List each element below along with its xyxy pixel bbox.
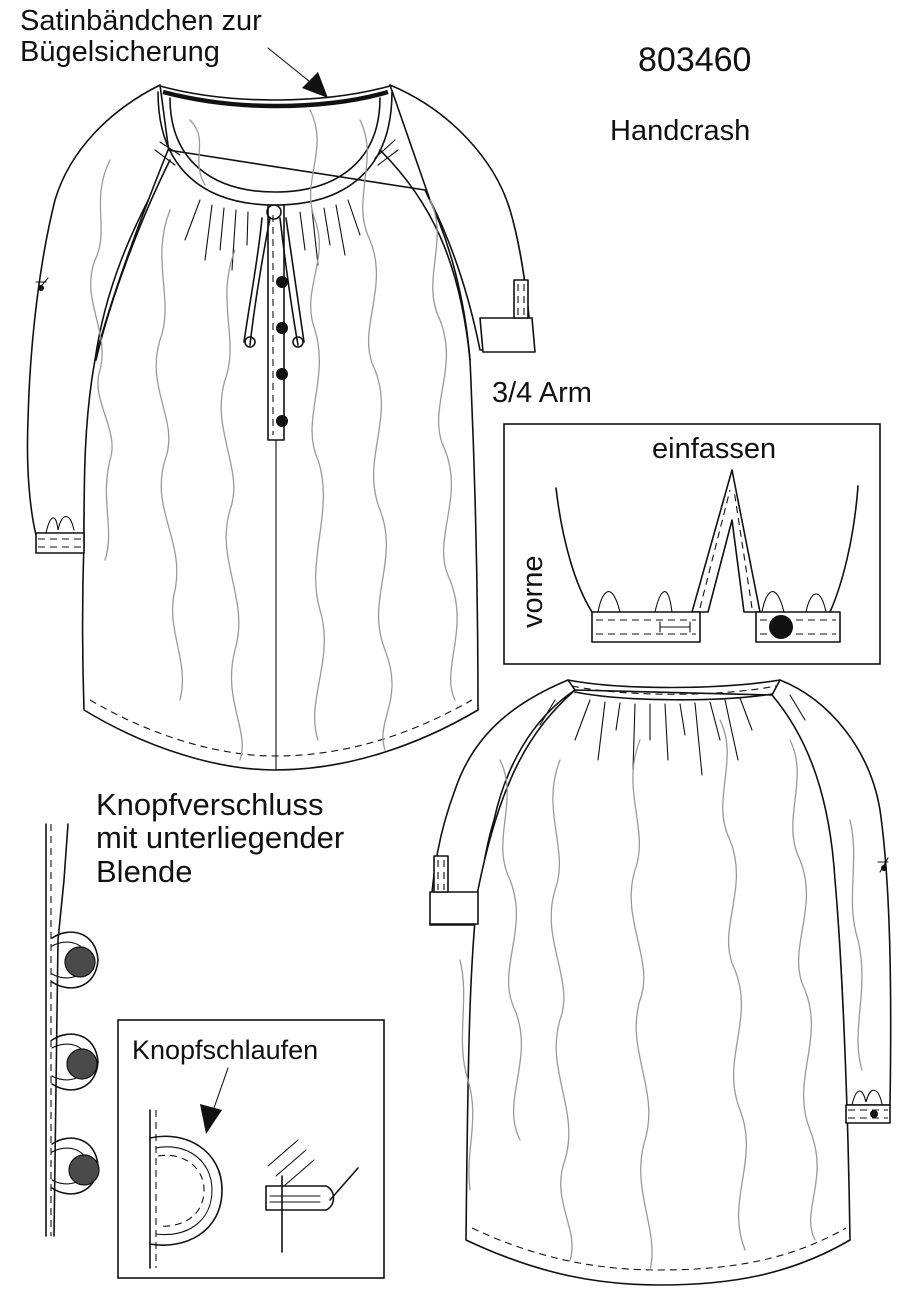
detail-gather-right	[761, 591, 827, 613]
front-left-sleeve	[26, 84, 171, 536]
detail-left-sleeve-edge	[555, 487, 593, 613]
front-left-cuff-stitch	[38, 538, 82, 548]
front-neck-inner	[169, 97, 381, 193]
detail-buttonhole	[659, 621, 691, 633]
tie-end-right	[292, 336, 304, 348]
back-left-tab	[433, 855, 449, 893]
back-left-rolled-cuff	[429, 891, 479, 925]
front-button-4	[276, 415, 288, 427]
front-crash-texture	[90, 109, 458, 761]
loop-detail-arrow-line	[213, 1067, 229, 1109]
front-view	[26, 84, 536, 771]
binding-label: einfassen	[652, 433, 777, 465]
closure-edge-inner	[53, 823, 69, 1237]
front-right-rolled-cuff	[479, 317, 536, 353]
closure-note-label: Knopfverschluss mit unterliegender Blend…	[96, 787, 345, 889]
detail-binding-stitch	[699, 489, 753, 609]
detail-binding-outer	[691, 469, 761, 613]
back-gathers	[539, 694, 806, 776]
front-left-cuff	[35, 532, 85, 554]
front-right-tab-stitch	[517, 284, 525, 316]
front-button-2	[276, 322, 288, 334]
front-right-tab	[513, 279, 529, 319]
loop-detail-loop-mid	[155, 1146, 213, 1236]
front-body	[81, 149, 479, 771]
closure-button-2	[66, 1048, 98, 1080]
ribbon-callout-arrow	[302, 72, 328, 98]
front-neck-back	[159, 85, 391, 101]
detail-right-sleeve-edge	[829, 485, 859, 613]
back-right-cuff-gather	[851, 1089, 883, 1106]
back-right-cuff-button	[870, 1110, 878, 1118]
detail-cuff-right	[755, 611, 841, 643]
closure-loop-3	[51, 1137, 100, 1195]
button-loop-detail	[117, 1019, 385, 1279]
back-crash-texture	[459, 719, 863, 1271]
back-left-sleeve	[429, 679, 576, 926]
front-hem-stitch	[89, 699, 473, 757]
loop-detail-arrow	[200, 1104, 222, 1134]
loop-detail-loop-outer	[149, 1135, 223, 1246]
front-label: vorne	[517, 555, 549, 628]
neck-tie-ring	[266, 204, 282, 220]
front-button-1	[276, 276, 288, 288]
back-neck-inner	[571, 685, 777, 695]
back-right-cuff-stitch	[848, 1109, 888, 1119]
back-hem-stitch	[471, 1227, 847, 1271]
detail-cuff-button	[769, 615, 793, 639]
front-gathers	[154, 139, 399, 271]
article-number-label: 803460	[638, 41, 752, 79]
detail-cuff-left-stitch	[596, 619, 696, 635]
front-raglan-left	[95, 159, 171, 361]
front-button-3	[276, 368, 288, 380]
satin-ribbon	[162, 89, 389, 109]
ribbon-note-label: Satinbändchen zur Bügelsicherung	[20, 5, 262, 69]
loop-detail-folded-strip	[265, 1139, 359, 1253]
back-neck-outer	[567, 679, 781, 689]
back-right-tab-dot	[881, 865, 887, 871]
closure-button-3	[68, 1154, 100, 1186]
back-body	[465, 689, 851, 1286]
front-raglan-right	[379, 149, 471, 361]
back-right-cuff	[845, 1104, 891, 1124]
loop-detail-loop-inner	[157, 1154, 205, 1227]
detail-gather-left	[597, 591, 673, 613]
closure-loop-1	[51, 931, 99, 989]
button-closure-detail	[45, 823, 100, 1237]
sleeve-length-label: 3/4 Arm	[492, 377, 592, 409]
back-left-tab-stitch	[437, 860, 445, 890]
neck-tie-right	[279, 217, 305, 346]
neck-tie-left	[243, 217, 271, 346]
closure-loop-2	[51, 1033, 99, 1091]
closure-button-1	[64, 946, 96, 978]
back-neck-band	[574, 691, 773, 701]
back-view	[429, 679, 892, 1286]
tie-end-left	[244, 336, 256, 348]
front-left-cuff-gather	[45, 515, 75, 534]
button-loops-label: Knopfschlaufen	[132, 1035, 319, 1065]
front-left-tab-dot	[38, 285, 44, 291]
sleeve-detail	[503, 423, 881, 665]
fabric-label: Handcrash	[610, 115, 751, 147]
